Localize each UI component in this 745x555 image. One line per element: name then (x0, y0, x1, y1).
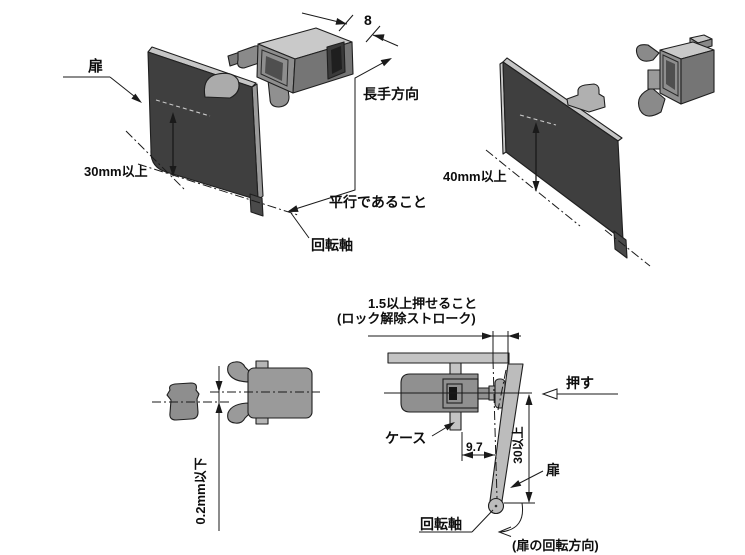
label-case: ケース (385, 430, 426, 446)
door-panel (147, 51, 259, 201)
label-door: 扉 (87, 57, 103, 75)
figure-mount-orientation-left: 8 扉 30mm以上 長手方向 平行であること (63, 12, 427, 253)
case-slot (449, 387, 457, 400)
door-pressed-position (492, 359, 498, 499)
label-rotation-direction: (扉の回転方向) (512, 538, 599, 553)
leader-parallel-longitudinal: 長手方向 平行であること (287, 58, 427, 212)
door-panel (502, 61, 624, 241)
label-tolerance: 0.2mm以下 (193, 457, 208, 524)
door-bottom-tab (249, 193, 264, 217)
dimension-stroke: 1.5以上押せること (ロック解除ストローク) (337, 296, 521, 363)
label-30mm: 30mm以上 (84, 164, 148, 179)
latch-claw-upper (635, 44, 660, 62)
label-width-dim: 8 (364, 12, 372, 28)
case-bracket (446, 383, 463, 404)
latch-front-slot (666, 60, 675, 90)
label-stroke-sub: (ロック解除ストローク) (337, 311, 476, 326)
latch-front-frame (662, 54, 679, 97)
rotation-axis-bottom: 回転軸 (419, 509, 494, 533)
push-annotation: 押す (541, 375, 618, 400)
latch-front-slot (265, 56, 283, 81)
label-40mm: 40mm以上 (443, 169, 507, 184)
pivot-center (494, 504, 498, 508)
figure-stroke-section: 1.5以上押せること (ロック解除ストローク) 押す 30以上 9.7 (337, 296, 618, 553)
dimension-tolerance: 0.2mm以下 (193, 366, 223, 531)
label-rotation-axis: 回転軸 (311, 237, 353, 253)
leader-case: ケース (385, 422, 455, 446)
leader-door: 扉 (510, 462, 560, 488)
latch-body-side (680, 49, 715, 105)
label-push: 押す (566, 375, 594, 391)
label-door: 扉 (546, 462, 560, 478)
striker-arm (566, 83, 606, 113)
label-rotation-axis: 回転軸 (420, 516, 462, 532)
latch-front-frame (260, 49, 289, 87)
leader-door: 扉 (63, 57, 142, 103)
latch-claw-lower (227, 402, 251, 424)
door-pressed-edge (497, 369, 507, 411)
figure-mount-orientation-right: 40mm以上 (443, 34, 715, 267)
striker-pin (203, 72, 240, 99)
rotation-direction: (扉の回転方向) (497, 502, 599, 553)
latch-claw-upper (227, 361, 251, 383)
dimension-width-8: 8 (301, 12, 399, 47)
latch-body (247, 367, 313, 419)
dimension-gap: 9.7 (461, 432, 495, 461)
dimension-door-length: 30以上 (504, 394, 535, 504)
door-bottom-tab (613, 230, 628, 259)
label-gap: 9.7 (466, 440, 483, 454)
latch-side-slot-inner (331, 46, 342, 74)
label-longitudinal: 長手方向 (363, 86, 419, 102)
fixed-panel (387, 352, 510, 364)
figure-axis-alignment: 0.2mm以下 (152, 360, 320, 531)
push-arrowhead (541, 388, 558, 400)
label-parallel: 平行であること (329, 194, 427, 210)
dimension-40mm: 40mm以上 (443, 114, 651, 267)
label-door-length: 30以上 (510, 426, 525, 463)
rotation-axis-left: 回転軸 (137, 163, 353, 253)
latch-claw-lower (637, 87, 666, 117)
label-stroke: 1.5以上押せること (368, 296, 477, 311)
dimension-30mm: 30mm以上 (84, 99, 211, 190)
